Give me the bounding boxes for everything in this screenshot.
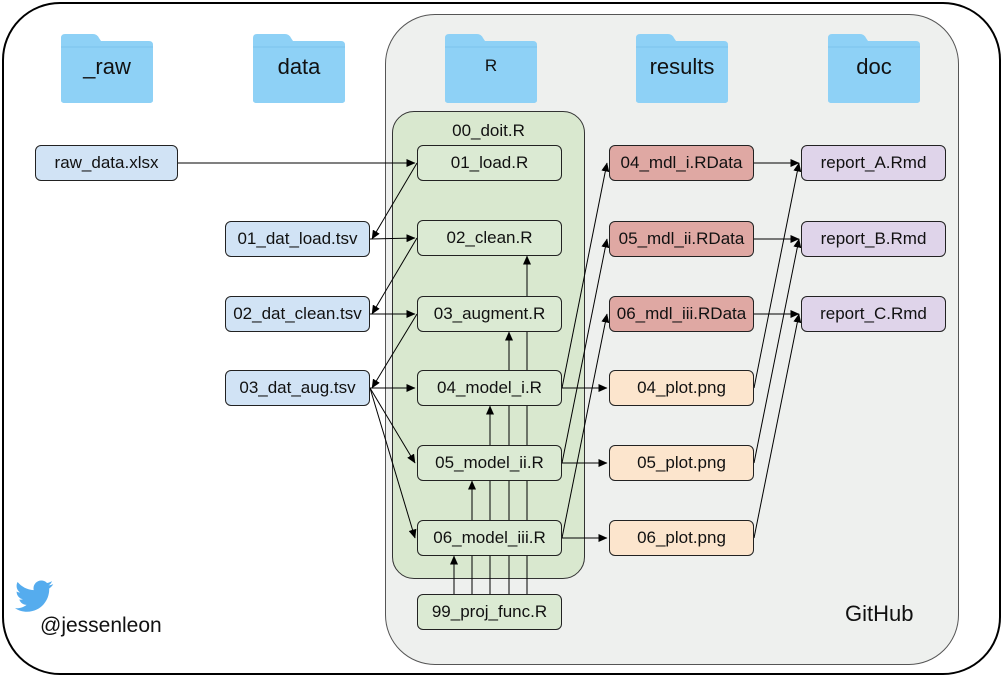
node-plot-05[interactable]: 05_plot.png (609, 445, 754, 481)
node-plot-06[interactable]: 06_plot.png (609, 520, 754, 556)
node-dat-aug[interactable]: 03_dat_aug.tsv (225, 370, 370, 406)
node-model-i[interactable]: 04_model_i.R (417, 370, 562, 406)
edge-dat-load-to-clean (369, 234, 416, 243)
node-report-c[interactable]: report_C.Rmd (801, 296, 946, 332)
node-report-a[interactable]: report_A.Rmd (801, 145, 946, 181)
edge-model-iii-to-mdl-iii (561, 313, 610, 539)
folder-label: doc (856, 54, 892, 79)
folder-label: _raw (83, 54, 131, 79)
github-label: GitHub (845, 601, 914, 626)
node-load[interactable]: 01_load.R (417, 145, 562, 181)
node-mdl-ii[interactable]: 05_mdl_ii.RData (609, 221, 754, 257)
folder-results[interactable]: results (634, 30, 730, 104)
node-proj-func[interactable]: 99_proj_func.R (417, 594, 562, 630)
edge-plot-04-to-report-a (753, 162, 802, 389)
node-mdl-iii[interactable]: 06_mdl_iii.RData (609, 296, 754, 332)
edge-model-i-to-mdl-i (561, 162, 610, 389)
node-augment[interactable]: 03_augment.R (417, 296, 562, 332)
folder-doc[interactable]: doc (826, 30, 922, 104)
edge-plot-05-to-report-b (753, 238, 802, 464)
folder-icon (636, 34, 728, 103)
node-raw-data[interactable]: raw_data.xlsx (35, 145, 178, 181)
node-dat-load[interactable]: 01_dat_load.tsv (225, 221, 370, 257)
folder-icon (253, 34, 345, 103)
folder-data[interactable]: data (251, 30, 347, 104)
node-dat-clean[interactable]: 02_dat_clean.tsv (225, 296, 370, 332)
twitter-bird-icon (14, 580, 54, 614)
edge-dat-aug-to-model-ii (369, 387, 416, 464)
twitter-bird-shape (15, 580, 54, 612)
folder-label: R (484, 56, 498, 75)
folder-icon (828, 34, 920, 103)
doit-group-label: 00_doit.R (452, 121, 525, 140)
folder-r[interactable]: R (443, 30, 539, 104)
folder-icon (445, 34, 537, 103)
edge-load-to-dat-load (371, 162, 418, 240)
folder-raw[interactable]: _raw (59, 30, 155, 104)
node-clean[interactable]: 02_clean.R (417, 220, 562, 256)
edge-clean-to-dat-clean (371, 237, 418, 315)
folder-icon (61, 34, 153, 103)
edge-augment-to-dat-aug (371, 313, 418, 389)
twitter-handle[interactable]: @jessenleon (40, 614, 162, 637)
folder-label: results (649, 54, 715, 79)
node-report-b[interactable]: report_B.Rmd (801, 221, 946, 257)
node-model-ii[interactable]: 05_model_ii.R (417, 445, 562, 481)
node-mdl-i[interactable]: 04_mdl_i.RData (609, 145, 754, 181)
node-plot-04[interactable]: 04_plot.png (609, 370, 754, 406)
doit-group (392, 111, 585, 579)
folder-label: data (277, 54, 321, 79)
edge-plot-06-to-report-c (753, 313, 802, 539)
node-model-iii[interactable]: 06_model_iii.R (417, 520, 562, 556)
edge-model-ii-to-mdl-ii (561, 238, 610, 464)
edge-dat-aug-to-model-iii (369, 387, 417, 539)
